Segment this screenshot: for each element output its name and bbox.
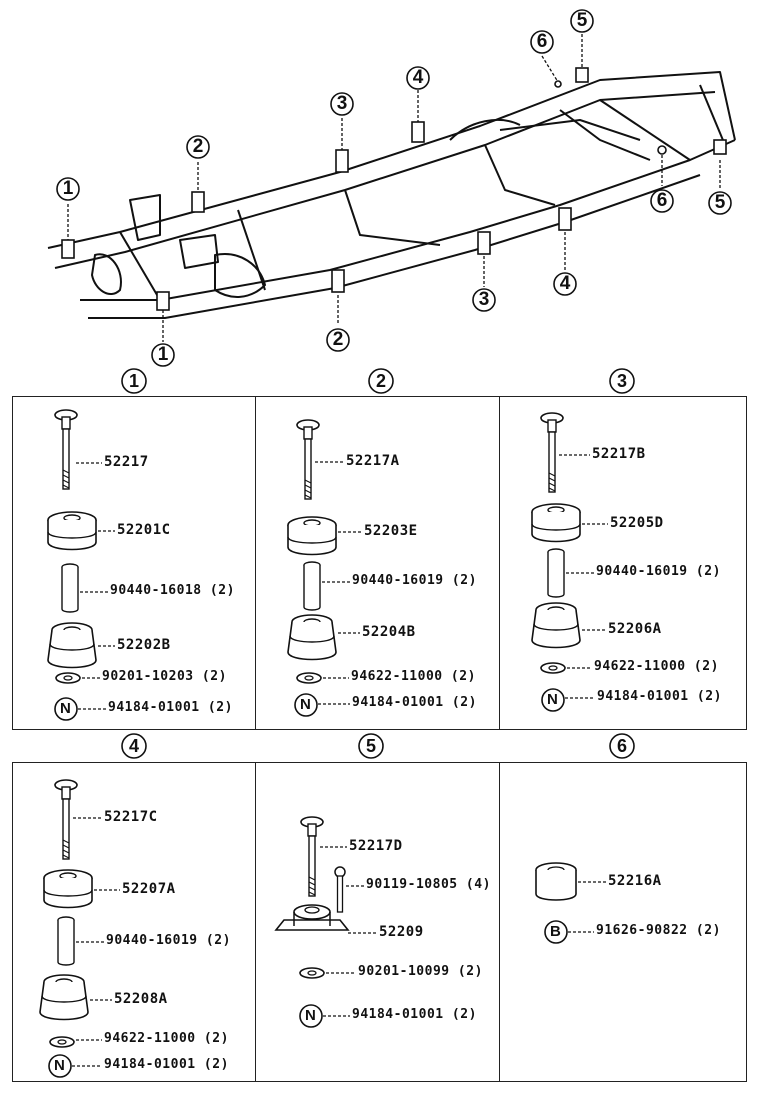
part-label: 94184-01001 (2) <box>108 700 233 715</box>
callout-3a: 3 <box>336 93 348 114</box>
chassis-frame-illustration <box>47 9 736 367</box>
part-label: 52216A <box>608 873 662 889</box>
part-label: 94184-01001 (2) <box>104 1057 229 1072</box>
callout-6b: 6 <box>656 190 668 211</box>
panel-section-4 <box>12 762 257 1082</box>
callout-1a: 1 <box>62 178 74 199</box>
part-label: 52217C <box>104 809 158 825</box>
part-label: 91626-90822 (2) <box>596 923 721 938</box>
callout-5b: 5 <box>714 192 726 213</box>
callout-1b: 1 <box>157 344 169 365</box>
part-label: 52217B <box>592 446 646 462</box>
section-title-3: 3 <box>616 371 627 391</box>
part-label: 52217A <box>346 453 400 469</box>
callout-3b: 3 <box>478 289 490 310</box>
badge-b-6: B <box>550 923 562 940</box>
part-label: 94622-11000 (2) <box>594 659 719 674</box>
badge-n-2: N <box>300 696 312 713</box>
section-title-2: 2 <box>375 371 386 391</box>
part-label: 94622-11000 (2) <box>351 669 476 684</box>
callout-5a: 5 <box>576 10 588 31</box>
part-label: 52208A <box>114 991 168 1007</box>
badge-n-1: N <box>60 700 72 717</box>
badge-n-5: N <box>305 1007 317 1024</box>
part-label: 90440-16019 (2) <box>352 573 477 588</box>
part-label: 52205D <box>610 515 664 531</box>
section-title-1: 1 <box>128 371 139 391</box>
callout-4b: 4 <box>559 273 571 294</box>
part-label: 90201-10099 (2) <box>358 964 483 979</box>
part-label: 90440-16019 (2) <box>596 564 721 579</box>
part-label: 52209 <box>379 924 424 940</box>
part-label: 52202B <box>117 637 171 653</box>
panel-section-3 <box>499 396 747 730</box>
part-label: 94184-01001 (2) <box>597 689 722 704</box>
part-label: 90440-16018 (2) <box>110 583 235 598</box>
part-label: 90119-10805 (4) <box>366 877 491 892</box>
callout-6a: 6 <box>536 31 548 52</box>
part-label: 94622-11000 (2) <box>104 1031 229 1046</box>
callout-2a: 2 <box>192 136 204 157</box>
callout-2b: 2 <box>332 329 344 350</box>
section-title-5: 5 <box>365 736 376 756</box>
part-label: 94184-01001 (2) <box>352 695 477 710</box>
part-label: 52203E <box>364 523 418 539</box>
part-label: 52207A <box>122 881 176 897</box>
part-label: 52217D <box>349 838 403 854</box>
panel-section-6 <box>499 762 747 1082</box>
part-label: 90440-16019 (2) <box>106 933 231 948</box>
part-label: 90201-10203 (2) <box>102 669 227 684</box>
section-title-4: 4 <box>128 736 139 756</box>
panel-section-2 <box>255 396 501 730</box>
badge-n-3: N <box>547 691 559 708</box>
part-label: 52201C <box>117 522 171 538</box>
part-label: 94184-01001 (2) <box>352 1007 477 1022</box>
part-label: 52204B <box>362 624 416 640</box>
callout-4a: 4 <box>412 67 424 88</box>
section-title-6: 6 <box>616 736 627 756</box>
part-label: 52217 <box>104 454 149 470</box>
panel-section-1 <box>12 396 257 730</box>
part-label: 52206A <box>608 621 662 637</box>
badge-n-4: N <box>54 1057 66 1074</box>
